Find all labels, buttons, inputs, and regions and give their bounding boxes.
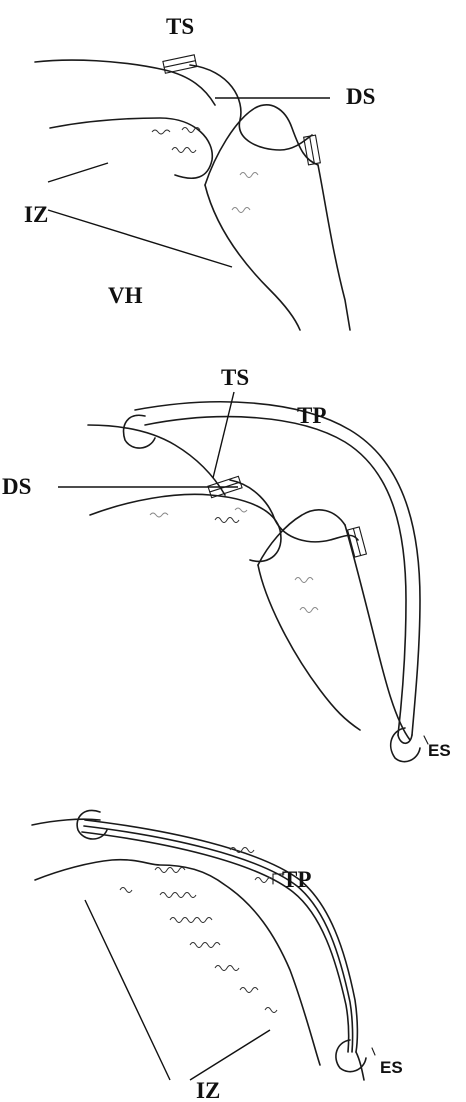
bot-wave-6 bbox=[215, 966, 239, 971]
top-papilla-right bbox=[205, 105, 318, 185]
mid-body-left bbox=[258, 565, 360, 730]
mid-ds-label: DS bbox=[2, 474, 31, 499]
mid-tied-suture-2 bbox=[348, 527, 367, 557]
top-iz-leader-1 bbox=[48, 163, 108, 182]
bot-wave-2 bbox=[155, 868, 185, 873]
bot-iz-leader-1 bbox=[85, 900, 170, 1080]
top-iz-leader-2 bbox=[48, 210, 232, 267]
top-wave-4 bbox=[240, 173, 258, 178]
mid-ts-label: TS bbox=[221, 365, 249, 390]
mid-es-label: ES bbox=[428, 741, 451, 760]
top-wave-1 bbox=[152, 130, 170, 134]
mid-papilla-left bbox=[90, 494, 281, 561]
bot-iz-label: IZ bbox=[196, 1078, 220, 1102]
mid-tp-inner bbox=[145, 417, 406, 735]
top-body-right bbox=[318, 165, 350, 330]
bot-wave-5 bbox=[190, 943, 220, 948]
top-suture-thread bbox=[190, 65, 312, 150]
bot-wave-4 bbox=[170, 918, 212, 923]
mid-wave-3 bbox=[235, 508, 247, 512]
top-ds-label: DS bbox=[346, 84, 375, 109]
top-iz-label: IZ bbox=[24, 202, 48, 227]
bot-wave-8 bbox=[265, 1008, 277, 1013]
bot-es-tick bbox=[372, 1048, 375, 1055]
top-ts-label: TS bbox=[166, 14, 194, 39]
bot-wave-7 bbox=[240, 988, 258, 993]
mid-papilla-right bbox=[258, 510, 345, 565]
bot-lower-contour bbox=[35, 860, 320, 1065]
top-outer-contour bbox=[35, 60, 215, 105]
top-vh-label: VH bbox=[108, 283, 143, 308]
bot-tp-inner bbox=[82, 832, 349, 1052]
mid-suture-thread bbox=[230, 480, 358, 542]
bot-iz-leader-2 bbox=[190, 1030, 270, 1080]
bot-es-label: ES bbox=[380, 1058, 403, 1077]
bot-wave-1 bbox=[120, 888, 132, 893]
mid-wave-4 bbox=[295, 578, 313, 583]
bot-wave-3 bbox=[160, 893, 196, 898]
mid-wave-1 bbox=[150, 513, 168, 517]
panel-middle: TS TP DS ES bbox=[2, 365, 451, 762]
top-body-left bbox=[205, 185, 300, 330]
mid-left-loop bbox=[124, 415, 155, 448]
top-wave-5 bbox=[232, 208, 250, 213]
panel-bottom: TP ES IZ bbox=[32, 810, 403, 1102]
mid-wave-5 bbox=[300, 608, 318, 613]
mid-tp-label: TP bbox=[297, 403, 326, 428]
bot-tp-label: TP bbox=[282, 867, 311, 892]
mid-ts-leader bbox=[213, 392, 234, 478]
panel-top: TS DS IZ VH bbox=[24, 14, 375, 330]
top-wave-2 bbox=[172, 148, 196, 153]
bot-tp-outer bbox=[85, 820, 357, 1052]
mid-wave-2 bbox=[215, 518, 239, 523]
mid-outer-contour bbox=[88, 425, 225, 495]
mid-tp-outer bbox=[135, 402, 420, 735]
